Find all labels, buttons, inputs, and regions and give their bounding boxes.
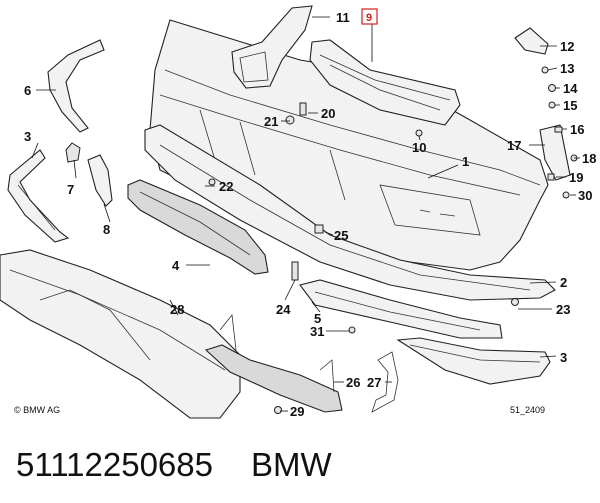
callout-3-left: 3 <box>24 129 31 144</box>
part-number: 51112250685 <box>16 446 213 483</box>
lower-spoiler-strip-part <box>299 279 503 339</box>
undertray-part <box>0 249 241 419</box>
callout-9-box <box>361 8 378 25</box>
leader-lines <box>31 16 580 412</box>
callout-7: 7 <box>67 182 74 197</box>
callout-21: 21 <box>264 114 278 129</box>
hardware-fasteners <box>208 66 578 414</box>
callout-11: 11 <box>336 10 350 25</box>
air-duct-part <box>231 5 313 89</box>
brand-name: BMW <box>251 446 332 483</box>
callout-3-right: 3 <box>560 350 567 365</box>
bracket-8-part <box>87 154 113 207</box>
callout-labels: 1 2 3 3 4 5 6 7 8 9 10 11 12 13 14 15 16… <box>24 8 596 419</box>
callout-5: 5 <box>314 311 321 326</box>
callout-31: 31 <box>310 324 324 339</box>
figure-code: 51_2409 <box>510 405 545 415</box>
copyright-text: © BMW AG <box>14 405 60 415</box>
callout-22: 22 <box>219 179 233 194</box>
upper-trim-part <box>47 39 105 133</box>
bumper-lip-part <box>144 124 556 301</box>
right-corner-trim-part <box>396 337 551 385</box>
callout-10: 10 <box>412 140 426 155</box>
callout-29: 29 <box>290 404 304 419</box>
footer: 51112250685 BMW <box>16 440 332 490</box>
callout-23: 23 <box>556 302 570 317</box>
callout-30: 30 <box>578 188 592 203</box>
callout-19: 19 <box>569 170 583 185</box>
bracket-27-part <box>371 351 399 413</box>
callout-1: 1 <box>462 154 469 169</box>
callout-16: 16 <box>570 122 584 137</box>
callout-4: 4 <box>172 258 180 273</box>
callout-9: 9 <box>366 12 372 24</box>
callout-28: 28 <box>170 302 184 317</box>
bumper-support-part <box>127 179 269 275</box>
bracket-12-part <box>514 27 549 55</box>
callout-17: 17 <box>507 138 521 153</box>
callout-15: 15 <box>563 98 577 113</box>
callout-18: 18 <box>582 151 596 166</box>
callout-27: 27 <box>367 375 381 390</box>
grille-part <box>309 39 461 126</box>
left-corner-trim-part <box>7 149 70 243</box>
bracket-7-part <box>65 142 81 163</box>
callout-26: 26 <box>346 375 360 390</box>
callout-12: 12 <box>560 39 574 54</box>
lower-guard-part <box>204 313 343 413</box>
bracket-17-part <box>539 124 571 181</box>
parts-diagram: 1 2 3 3 4 5 6 7 8 9 10 11 12 13 14 15 16… <box>0 5 596 419</box>
callout-24: 24 <box>276 302 291 317</box>
callout-2: 2 <box>560 275 567 290</box>
callout-6: 6 <box>24 83 31 98</box>
callout-20: 20 <box>321 106 335 121</box>
callout-13: 13 <box>560 61 574 76</box>
callout-8: 8 <box>103 222 110 237</box>
callout-14: 14 <box>563 81 578 96</box>
callout-25: 25 <box>334 228 348 243</box>
